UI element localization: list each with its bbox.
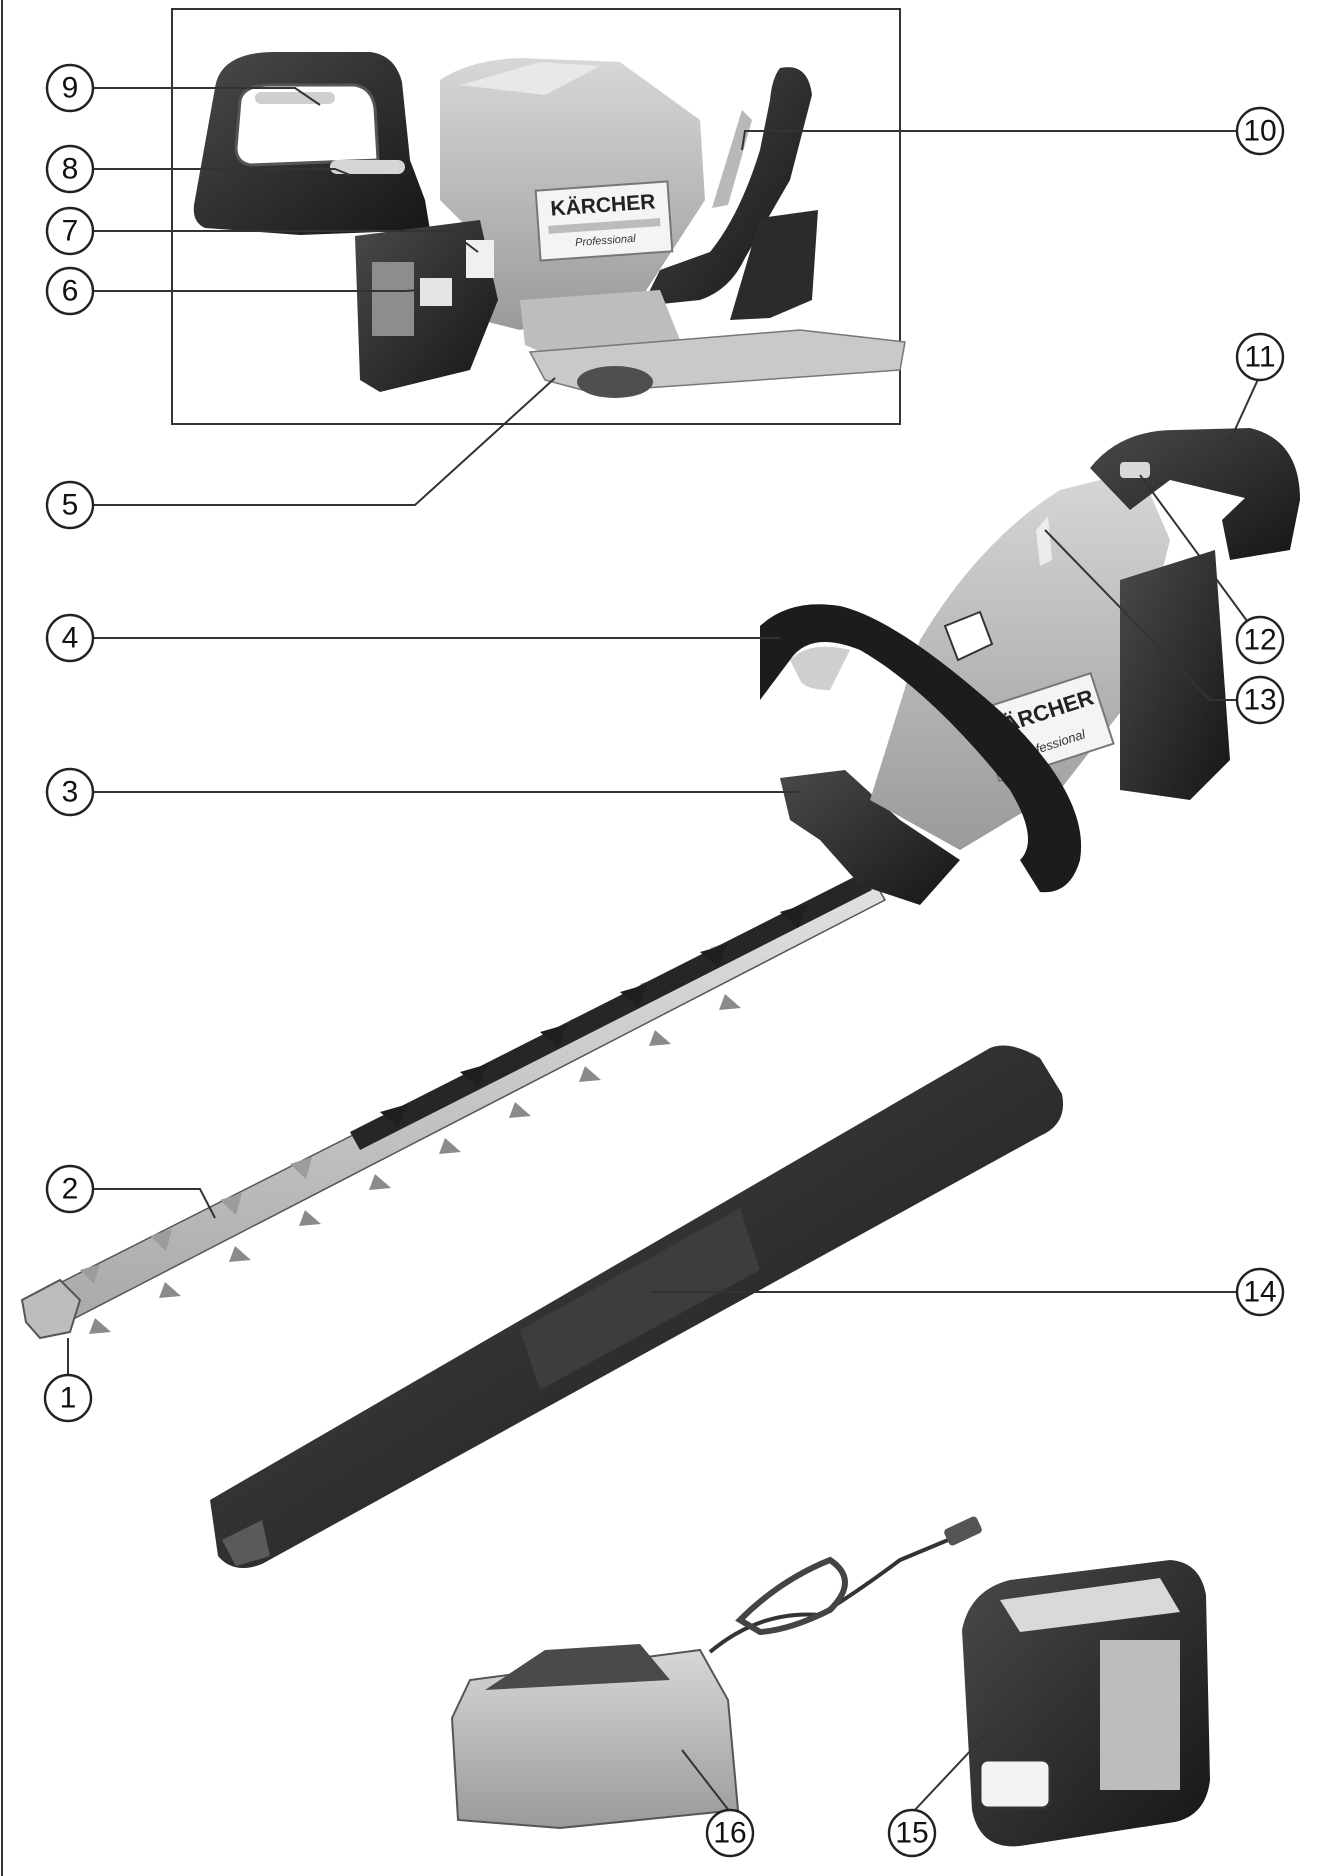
svg-text:9: 9: [62, 72, 79, 105]
svg-text:13: 13: [1243, 684, 1276, 717]
callout-12: 12: [1235, 615, 1285, 665]
battery-contacts: [372, 262, 414, 336]
switch-9: [255, 92, 335, 104]
callout-5: 5: [45, 480, 95, 530]
loop-handle-inset: [642, 67, 812, 306]
loop-handle-4: [760, 604, 1082, 893]
cable-coil: [735, 1556, 848, 1636]
svg-text:15: 15: [895, 1817, 928, 1850]
callout-14: 14: [1235, 1267, 1285, 1317]
callout-6: 6: [45, 266, 95, 316]
svg-text:6: 6: [62, 275, 79, 308]
housing-badge: [943, 610, 994, 662]
housing-top-highlight: [460, 62, 600, 95]
switch-12: [1120, 462, 1150, 478]
svg-text:10: 10: [1243, 115, 1276, 148]
svg-text:5: 5: [62, 489, 79, 522]
motor-housing-main: [870, 470, 1170, 850]
svg-text:12: 12: [1243, 624, 1276, 657]
callout-4: 4: [45, 613, 95, 663]
svg-text:14: 14: [1243, 1276, 1276, 1309]
inset-logo-plate: KÄRCHER Professional: [534, 180, 674, 262]
loop-handle-inner: [712, 110, 752, 208]
callout-16: 16: [705, 1808, 755, 1858]
blade-cover-ridge: [520, 1208, 760, 1390]
battery-pack-top: [1000, 1578, 1180, 1632]
battery-pack: [962, 1560, 1210, 1847]
svg-text:11: 11: [1244, 341, 1275, 374]
callout-8: 8: [45, 144, 95, 194]
charger-cable: [708, 1533, 961, 1654]
blade-cover-tip: [222, 1520, 270, 1566]
trigger-8: [330, 160, 405, 174]
svg-text:1: 1: [60, 1382, 77, 1415]
detail-inset: KÄRCHER Professional: [171, 8, 906, 425]
battery-lock-6: [420, 278, 452, 306]
callout-15: 15: [887, 1808, 937, 1858]
charger: [450, 1516, 982, 1830]
callout-1: 1: [43, 1373, 93, 1423]
callout-13: 13: [1235, 675, 1285, 725]
rear-handle-11: [1090, 428, 1300, 560]
blade-cover: [210, 1045, 1064, 1569]
svg-text:3: 3: [62, 776, 79, 809]
blade-tip-protector-1: [20, 1278, 82, 1340]
inset-frame: [171, 8, 901, 425]
loop-handle-inner-highlight: [790, 646, 850, 690]
hand-guard-3: [780, 770, 960, 905]
leader-lines: [67, 87, 1261, 1814]
callout-2: 2: [45, 1164, 95, 1214]
svg-text:16: 16: [713, 1817, 746, 1850]
callout-9: 9: [45, 63, 95, 113]
battery-main: [1120, 550, 1230, 800]
callout-10: 10: [1235, 106, 1285, 156]
callout-11: 11: [1235, 332, 1285, 382]
inset-brand-sub-text: Professional: [575, 233, 637, 249]
svg-text:4: 4: [62, 622, 79, 655]
gear-cover-5: [577, 366, 653, 398]
callout-7: 7: [45, 206, 95, 256]
hedge-trimmer-main: KÄRCHER Professional: [20, 428, 1300, 1340]
charger-slot: [485, 1644, 670, 1690]
callout-3: 3: [45, 767, 95, 817]
battery-pack-side: [1100, 1640, 1180, 1790]
lever-13: [1036, 516, 1052, 566]
svg-text:8: 8: [62, 153, 79, 186]
hand-guard-inset: [730, 210, 818, 320]
svg-text:7: 7: [62, 215, 79, 248]
battery-indicator: [978, 1758, 1052, 1810]
svg-text:2: 2: [62, 1173, 79, 1206]
charger-plug: [944, 1516, 982, 1546]
